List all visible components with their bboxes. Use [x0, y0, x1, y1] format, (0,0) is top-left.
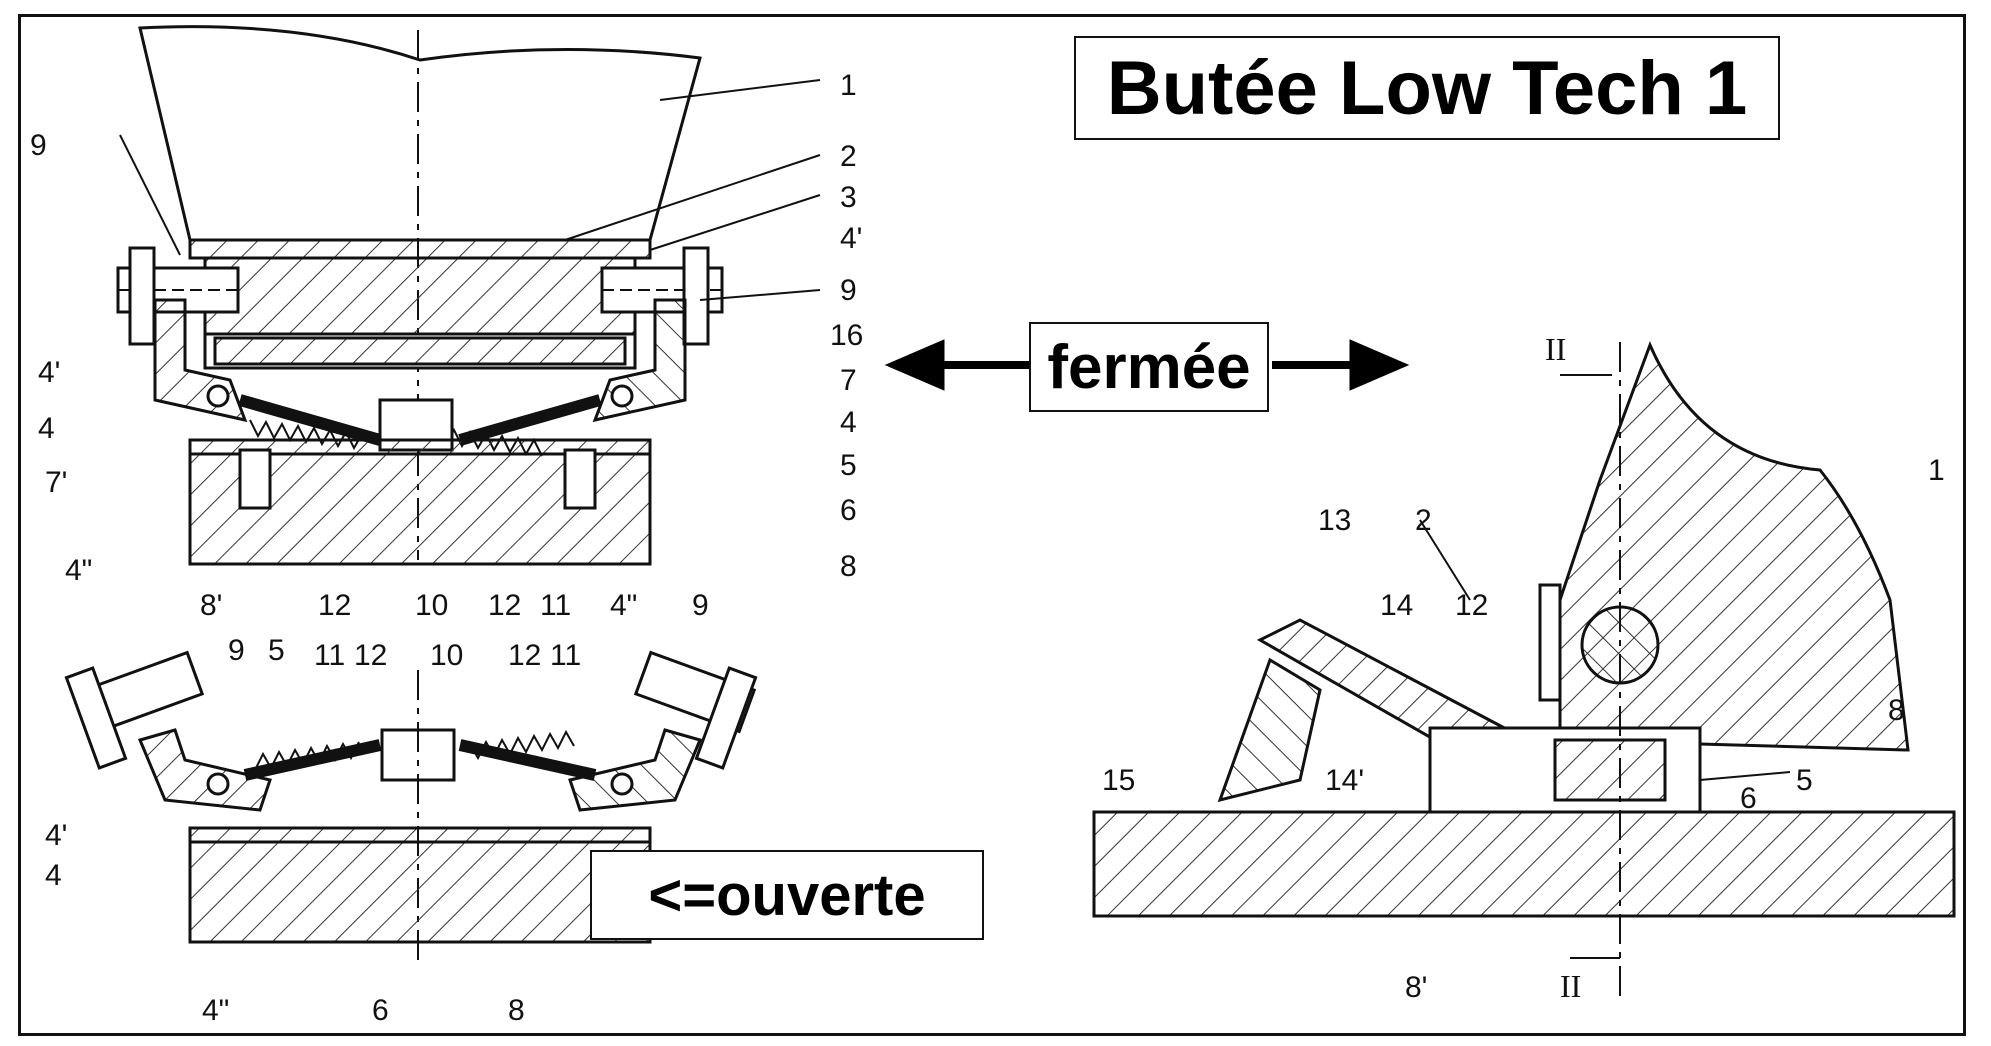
callout: 6: [840, 494, 857, 527]
callout: 8: [840, 550, 857, 583]
callout: 16: [830, 319, 863, 352]
callout: II: [1545, 331, 1566, 367]
callout: 12: [318, 589, 351, 622]
callout: 9: [30, 129, 47, 162]
callout: 14: [1380, 589, 1413, 622]
drawing-frame: [18, 14, 1966, 1036]
callout: 2: [840, 140, 857, 173]
callout: 10: [430, 639, 463, 672]
callout: 9: [692, 589, 709, 622]
callout: 7: [840, 364, 857, 397]
callout: 9: [228, 634, 245, 667]
callout: 8': [200, 589, 222, 622]
callout: 4: [45, 859, 62, 892]
open-view: [64, 650, 758, 960]
callout: 9: [840, 274, 857, 307]
callout: 6: [372, 994, 389, 1027]
callout: 8: [508, 994, 525, 1027]
callouts-bottom: 9 5 11 12 10 12 11 9 4' 4 4" 6 8: [45, 589, 709, 1027]
callout: 4": [65, 554, 92, 587]
callout: 11: [550, 639, 581, 672]
side-view: [1092, 340, 1956, 1000]
callout: 5: [268, 634, 285, 667]
closed-arrows: [884, 339, 1410, 391]
callout: II: [1560, 968, 1581, 1004]
callouts-side: II 1 13 2 14 12 8 15 14' 5 6 8' II: [1102, 331, 1945, 1004]
open-label: <=ouverte: [590, 850, 984, 940]
closed-view: [116, 25, 724, 566]
callout: 12: [508, 639, 541, 672]
callout: 5: [1796, 764, 1813, 797]
closed-label: fermée: [1029, 322, 1269, 412]
callout: 12: [488, 589, 521, 622]
callouts-top: 1 2 3 4' 9 16 7 4 5 6 8 9 4' 4 7' 4" 8' …: [30, 69, 863, 622]
callout: 1: [1928, 454, 1945, 487]
callout: 8: [1888, 694, 1905, 727]
callout: 11: [540, 589, 571, 622]
callout: 12: [354, 639, 387, 672]
callout: 3: [840, 181, 857, 214]
callout: 4': [45, 819, 67, 852]
callout: 4': [38, 356, 60, 389]
leader-lines: [119, 79, 1791, 781]
callout: 10: [415, 589, 448, 622]
callout: 1: [840, 69, 857, 102]
callout: 14': [1325, 764, 1364, 797]
callout: 8': [1405, 971, 1427, 1004]
callout: 7': [45, 466, 67, 499]
callout: 13: [1318, 504, 1351, 537]
callout: 2: [1415, 504, 1432, 537]
callout: 12: [1455, 589, 1488, 622]
callout: 6: [1740, 782, 1757, 815]
callout: 15: [1102, 764, 1135, 797]
callout: 4": [610, 589, 637, 622]
callout: 4': [840, 222, 862, 255]
callout: 11: [314, 639, 345, 672]
callout: 5: [840, 449, 857, 482]
diagram-title: Butée Low Tech 1: [1074, 36, 1780, 140]
callout: 4: [840, 406, 857, 439]
callout: 4": [202, 994, 229, 1027]
callout: 4: [38, 412, 55, 445]
